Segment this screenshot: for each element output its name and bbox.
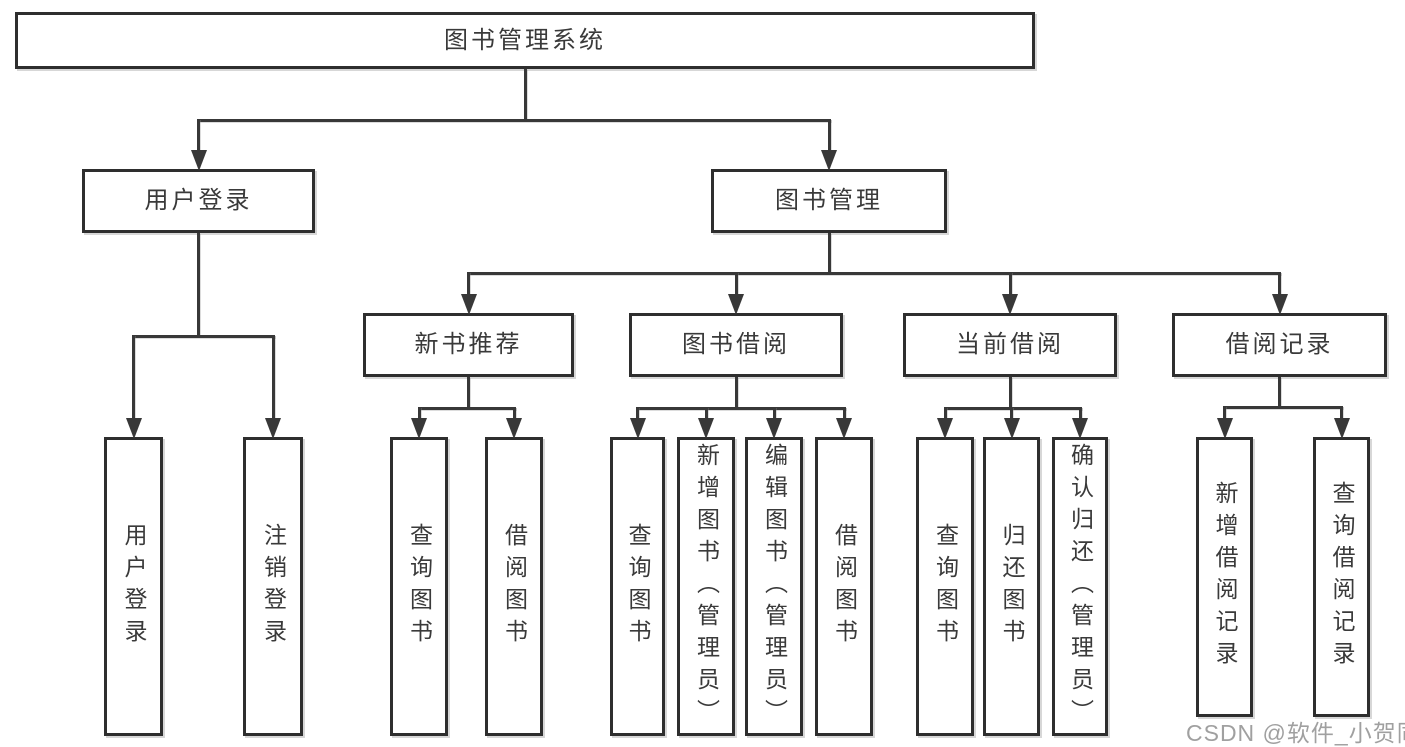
connector-drop-leaf-return-book bbox=[1010, 407, 1013, 420]
node-label-leaf-confirm-return: 确认归还（管理员） bbox=[1067, 442, 1094, 731]
node-leaf-confirm-return: 确认归还（管理员） bbox=[1052, 437, 1108, 736]
connector-stem-borrow-records bbox=[1278, 377, 1281, 406]
connector-drop-borrow-records bbox=[1278, 272, 1281, 296]
connector-stem-user-login bbox=[197, 233, 200, 335]
connector-drop-leaf-confirm-return bbox=[1078, 407, 1082, 420]
connector-drop-book-mgmt bbox=[827, 119, 831, 152]
node-leaf-query-borrow-record: 查询借阅记录 bbox=[1313, 437, 1370, 717]
node-leaf-return-book: 归还图书 bbox=[983, 437, 1040, 736]
node-label-book-mgmt: 图书管理 bbox=[775, 187, 883, 214]
arrowhead-leaf-return-book bbox=[1003, 418, 1020, 439]
node-label-book-borrow: 图书借阅 bbox=[682, 331, 790, 358]
arrowhead-leaf-logout bbox=[265, 418, 281, 439]
arrowhead-leaf-edit-book bbox=[766, 418, 782, 439]
arrowhead-current-borrow bbox=[1002, 294, 1018, 315]
node-leaf-query-book-2: 查询图书 bbox=[610, 437, 665, 736]
arrowhead-book-mgmt bbox=[821, 150, 837, 171]
connector-drop-leaf-query-book-3 bbox=[943, 407, 947, 420]
connector-rail-book-mgmt bbox=[467, 272, 1281, 275]
node-label-leaf-query-borrow-record: 查询借阅记录 bbox=[1329, 481, 1355, 673]
node-label-leaf-borrow-book-2: 借阅图书 bbox=[831, 522, 858, 651]
connector-rail-book-borrow bbox=[636, 407, 846, 410]
connector-drop-leaf-edit-book bbox=[772, 407, 776, 420]
csdn-watermark: CSDN @软件_小贺同学 bbox=[1186, 720, 1405, 746]
connector-drop-leaf-query-book-2 bbox=[636, 407, 639, 420]
connector-rail-user-login bbox=[132, 335, 275, 338]
arrowhead-leaf-confirm-return bbox=[1072, 418, 1088, 439]
connector-rail-root bbox=[197, 119, 831, 122]
node-leaf-query-book-1: 查询图书 bbox=[390, 437, 448, 736]
arrowhead-leaf-query-borrow-record bbox=[1333, 418, 1350, 439]
arrowhead-new-book-rec bbox=[460, 294, 477, 315]
node-leaf-edit-book: 编辑图书（管理员） bbox=[745, 437, 803, 736]
node-leaf-add-borrow-record: 新增借阅记录 bbox=[1196, 437, 1253, 717]
connector-drop-book-borrow bbox=[734, 272, 738, 296]
connector-drop-user-login bbox=[197, 119, 200, 152]
node-leaf-borrow-book-2: 借阅图书 bbox=[815, 437, 873, 736]
node-leaf-borrow-book-1: 借阅图书 bbox=[485, 437, 543, 736]
connector-stem-current-borrow bbox=[1008, 377, 1012, 407]
node-leaf-logout: 注销登录 bbox=[243, 437, 303, 736]
node-label-leaf-user-login: 用户登录 bbox=[121, 522, 147, 651]
connector-stem-root bbox=[523, 69, 527, 119]
node-book-borrow: 图书借阅 bbox=[629, 313, 843, 377]
node-label-leaf-edit-book: 编辑图书（管理员） bbox=[761, 442, 788, 731]
node-label-current-borrow: 当前借阅 bbox=[956, 331, 1064, 358]
connector-drop-leaf-borrow-book-2 bbox=[842, 407, 846, 420]
connector-drop-new-book-rec bbox=[467, 272, 470, 296]
node-label-leaf-add-book: 新增图书（管理员） bbox=[693, 442, 720, 731]
arrowhead-leaf-borrow-book-1 bbox=[506, 418, 522, 439]
node-current-borrow: 当前借阅 bbox=[903, 313, 1117, 377]
node-leaf-add-book: 新增图书（管理员） bbox=[677, 437, 735, 736]
connector-rail-borrow-records bbox=[1223, 406, 1343, 409]
connector-drop-leaf-query-borrow-record bbox=[1340, 406, 1343, 420]
arrowhead-book-borrow bbox=[728, 294, 744, 315]
arrowhead-leaf-query-book-3 bbox=[937, 418, 953, 439]
node-label-root: 图书管理系统 bbox=[444, 26, 606, 54]
arrowhead-leaf-query-book-2 bbox=[629, 418, 646, 439]
connector-drop-leaf-query-book-1 bbox=[417, 407, 421, 420]
node-label-user-login: 用户登录 bbox=[144, 187, 253, 214]
node-label-leaf-return-book: 归还图书 bbox=[999, 522, 1025, 651]
connector-stem-book-borrow bbox=[734, 377, 738, 407]
arrowhead-leaf-user-login bbox=[125, 418, 142, 439]
connector-rail-new-book-rec bbox=[417, 407, 516, 410]
connector-drop-leaf-user-login bbox=[132, 335, 135, 420]
node-label-new-book-rec: 新书推荐 bbox=[414, 331, 523, 358]
connector-stem-book-mgmt bbox=[827, 233, 831, 272]
node-label-leaf-borrow-book-1: 借阅图书 bbox=[501, 522, 528, 651]
connector-drop-current-borrow bbox=[1008, 272, 1012, 296]
connector-drop-leaf-add-borrow-record bbox=[1223, 406, 1226, 420]
node-book-mgmt: 图书管理 bbox=[711, 169, 947, 233]
node-label-leaf-query-book-2: 查询图书 bbox=[625, 522, 651, 651]
node-label-leaf-query-book-3: 查询图书 bbox=[932, 522, 959, 651]
connector-drop-leaf-borrow-book-1 bbox=[512, 407, 516, 420]
connector-drop-leaf-add-book bbox=[704, 407, 708, 420]
arrowhead-leaf-add-book bbox=[698, 418, 714, 439]
node-user-login: 用户登录 bbox=[82, 169, 315, 233]
connector-drop-leaf-logout bbox=[271, 335, 275, 420]
arrowhead-borrow-records bbox=[1271, 294, 1288, 315]
node-borrow-records: 借阅记录 bbox=[1172, 313, 1387, 377]
node-label-leaf-add-borrow-record: 新增借阅记录 bbox=[1212, 481, 1238, 673]
arrowhead-user-login bbox=[190, 150, 207, 171]
node-root: 图书管理系统 bbox=[15, 12, 1035, 69]
node-label-leaf-query-book-1: 查询图书 bbox=[406, 522, 433, 651]
connector-stem-new-book-rec bbox=[467, 377, 470, 407]
node-leaf-user-login: 用户登录 bbox=[104, 437, 163, 736]
node-leaf-query-book-3: 查询图书 bbox=[916, 437, 974, 736]
arrowhead-leaf-borrow-book-2 bbox=[836, 418, 852, 439]
arrowhead-leaf-add-borrow-record bbox=[1216, 418, 1233, 439]
node-label-borrow-records: 借阅记录 bbox=[1225, 331, 1334, 358]
node-new-book-rec: 新书推荐 bbox=[363, 313, 574, 377]
node-label-leaf-logout: 注销登录 bbox=[260, 522, 287, 651]
arrowhead-leaf-query-book-1 bbox=[411, 418, 427, 439]
